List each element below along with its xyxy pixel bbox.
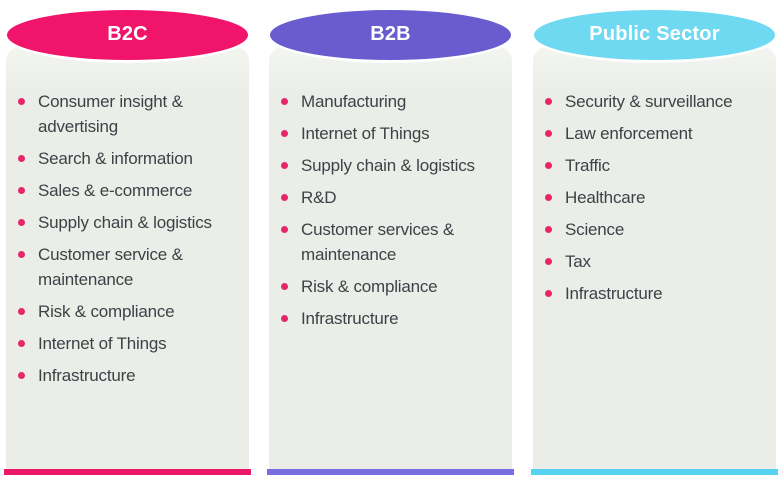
column-header-ellipse-b2b: B2B [267, 7, 514, 63]
list-item: Internet of Things [6, 331, 243, 356]
column-title-b2c: B2C [107, 22, 148, 45]
item-list-b2b: Manufacturing Internet of Things Supply … [269, 47, 512, 331]
bullet-dot-icon [18, 219, 25, 226]
list-item-text: Supply chain & logistics [301, 156, 475, 175]
list-item-text: Internet of Things [301, 124, 430, 143]
bullet-dot-icon [545, 130, 552, 137]
list-item: Customer service & maintenance [6, 242, 243, 292]
bullet-dot-icon [545, 290, 552, 297]
list-item: Law enforcement [533, 121, 770, 146]
list-item: Security & surveillance [533, 89, 770, 114]
bullet-dot-icon [281, 226, 288, 233]
list-item-text: Risk & compliance [38, 302, 175, 321]
list-item-text: Customer service & maintenance [38, 245, 183, 289]
bullet-dot-icon [281, 283, 288, 290]
bullet-dot-icon [18, 308, 25, 315]
column-header-ellipse-b2c: B2C [4, 7, 251, 63]
bullet-dot-icon [545, 194, 552, 201]
category-column-public-sector: Public Sector Security & surveillance La… [531, 7, 778, 475]
item-list-public-sector: Security & surveillance Law enforcement … [533, 47, 776, 306]
column-base-line-b2c [4, 469, 251, 475]
list-item-text: Traffic [565, 156, 610, 175]
bullet-dot-icon [18, 98, 25, 105]
bullet-dot-icon [18, 155, 25, 162]
bullet-dot-icon [18, 251, 25, 258]
category-column-b2c: B2C Consumer insight & advertising Searc… [4, 7, 251, 475]
bullet-dot-icon [545, 226, 552, 233]
column-title-public-sector: Public Sector [589, 22, 720, 45]
bullet-dot-icon [281, 130, 288, 137]
bullet-dot-icon [281, 98, 288, 105]
column-body-b2c: Consumer insight & advertising Search & … [6, 47, 249, 469]
list-item-text: Internet of Things [38, 334, 167, 353]
category-column-b2b: B2B Manufacturing Internet of Things Sup… [267, 7, 514, 475]
column-title-b2b: B2B [370, 22, 411, 45]
list-item-text: Law enforcement [565, 124, 693, 143]
list-item-text: R&D [301, 188, 337, 207]
list-item: R&D [269, 185, 506, 210]
list-item-text: Sales & e-commerce [38, 181, 193, 200]
list-item-text: Healthcare [565, 188, 646, 207]
list-item: Sales & e-commerce [6, 178, 243, 203]
list-item: Tax [533, 249, 770, 274]
list-item: Internet of Things [269, 121, 506, 146]
bullet-dot-icon [18, 187, 25, 194]
list-item-text: Infrastructure [565, 284, 663, 303]
column-base-line-public-sector [531, 469, 778, 475]
list-item-text: Risk & compliance [301, 277, 438, 296]
list-item-text: Infrastructure [301, 309, 399, 328]
list-item-text: Consumer insight & advertising [38, 92, 183, 136]
list-item: Consumer insight & advertising [6, 89, 243, 139]
bullet-dot-icon [545, 98, 552, 105]
bullet-dot-icon [281, 162, 288, 169]
column-header-ellipse-public-sector: Public Sector [531, 7, 778, 63]
list-item: Manufacturing [269, 89, 506, 114]
list-item: Supply chain & logistics [6, 210, 243, 235]
list-item-text: Infrastructure [38, 366, 136, 385]
list-item-text: Science [565, 220, 625, 239]
list-item: Science [533, 217, 770, 242]
list-item: Infrastructure [6, 363, 243, 388]
list-item: Infrastructure [269, 306, 506, 331]
list-item: Infrastructure [533, 281, 770, 306]
list-item: Risk & compliance [6, 299, 243, 324]
column-body-public-sector: Security & surveillance Law enforcement … [533, 47, 776, 469]
bullet-dot-icon [281, 315, 288, 322]
list-item: Traffic [533, 153, 770, 178]
list-item: Search & information [6, 146, 243, 171]
list-item: Healthcare [533, 185, 770, 210]
bullet-dot-icon [18, 372, 25, 379]
list-item-text: Manufacturing [301, 92, 407, 111]
list-item-text: Supply chain & logistics [38, 213, 212, 232]
bullet-dot-icon [545, 258, 552, 265]
list-item: Supply chain & logistics [269, 153, 506, 178]
list-item: Customer services & maintenance [269, 217, 506, 267]
column-body-b2b: Manufacturing Internet of Things Supply … [269, 47, 512, 469]
bullet-dot-icon [281, 194, 288, 201]
list-item-text: Tax [565, 252, 591, 271]
bullet-dot-icon [18, 340, 25, 347]
list-item: Risk & compliance [269, 274, 506, 299]
bullet-dot-icon [545, 162, 552, 169]
item-list-b2c: Consumer insight & advertising Search & … [6, 47, 249, 388]
list-item-text: Security & surveillance [565, 92, 733, 111]
list-item-text: Customer services & maintenance [301, 220, 455, 264]
column-base-line-b2b [267, 469, 514, 475]
list-item-text: Search & information [38, 149, 193, 168]
